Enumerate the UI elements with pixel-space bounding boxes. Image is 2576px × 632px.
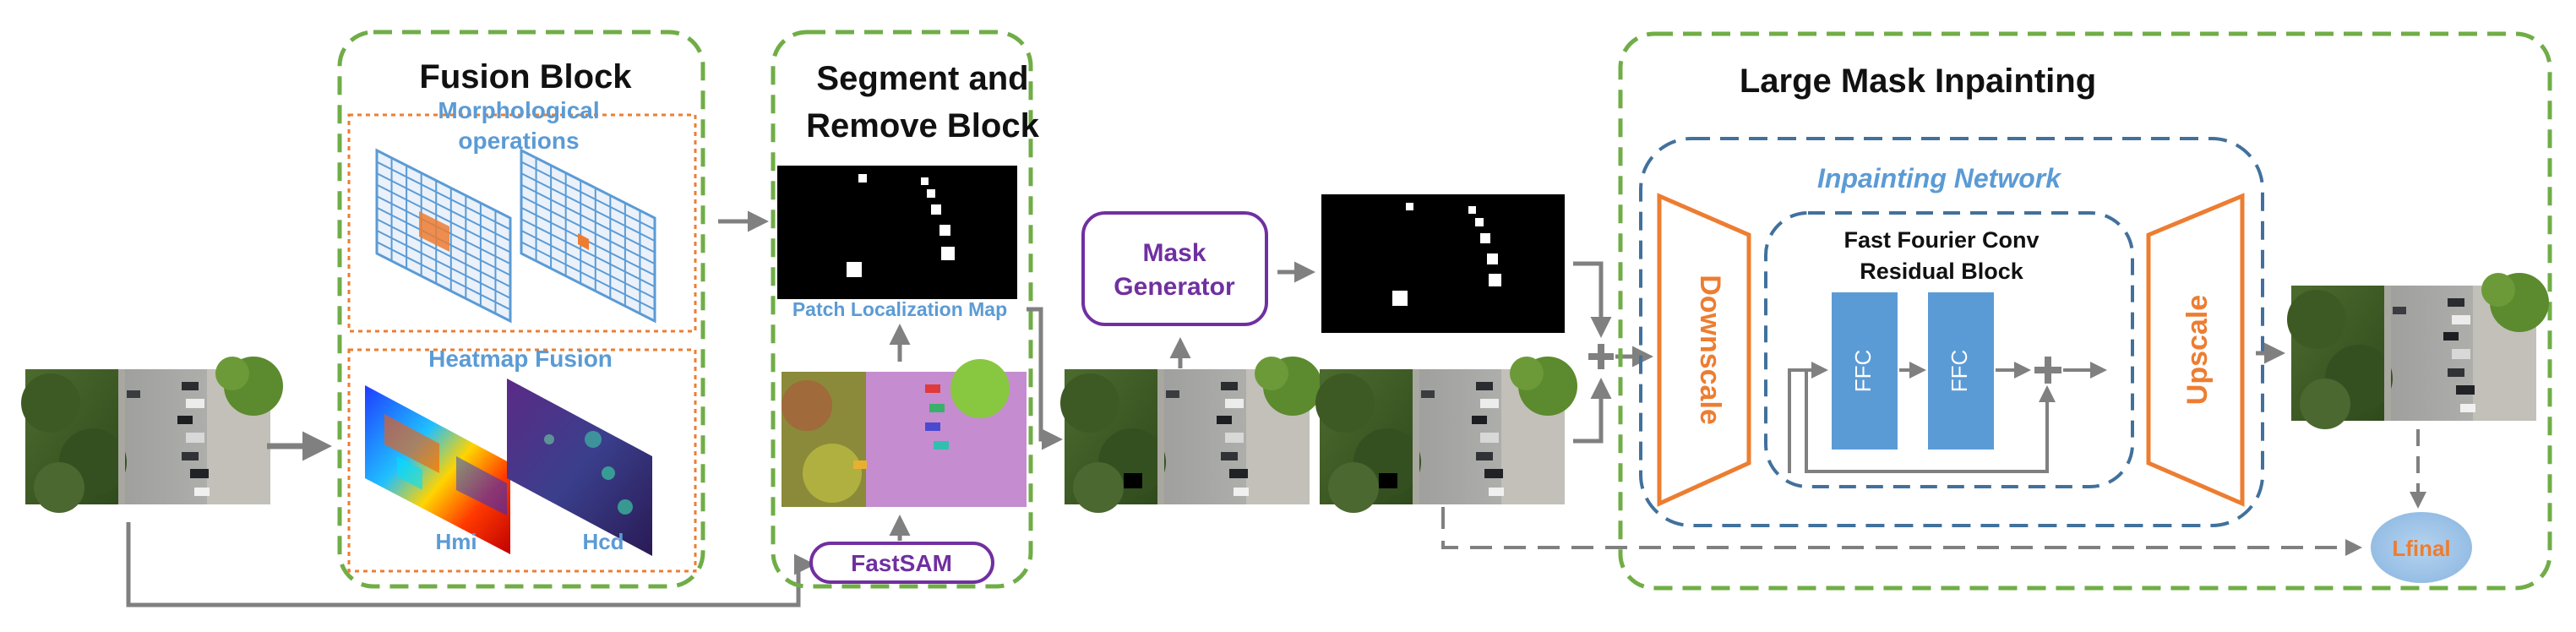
morph-grid-left [375, 148, 512, 324]
arrow-mask-to-plus [1573, 261, 1612, 338]
morphological-label-line2: operations [458, 128, 579, 154]
masked-aerial-image [1060, 357, 1322, 513]
residual-sum-icon [2034, 357, 2061, 384]
ffc-block-label-line2: Residual Block [1860, 259, 2024, 284]
ffc-layer-1-label: FFC [1850, 350, 1876, 393]
fastsam-label: FastSAM [851, 550, 952, 576]
heatmap-fusion-label: Heatmap Fusion [428, 346, 613, 372]
output-inpainted-image [2287, 273, 2549, 429]
loss-node [2371, 512, 2472, 583]
downscale-trapezoid: Downscale [1657, 193, 1751, 507]
loss-label: Lfinal [2392, 536, 2450, 561]
binary-mask-image [1321, 194, 1565, 333]
morphological-panel [347, 113, 697, 333]
ffc-layer-2 [1928, 292, 1994, 449]
ffc-block-label-line1: Fast Fourier Conv [1844, 227, 2039, 253]
arrow-image-to-loss [1441, 507, 2362, 556]
patch-map-label: Patch Localization Map [792, 298, 1007, 320]
lama-block-title: Large Mask Inpainting [1740, 63, 2096, 100]
fastsam-segmentation-image [782, 359, 1027, 507]
fusion-block-title: Fusion Block [419, 58, 632, 95]
ffc-residual-block-frame [1764, 211, 2134, 488]
inpainting-network-frame [1639, 137, 2264, 527]
concat-plus-icon [1588, 344, 1614, 369]
hcd-label: Hcd [582, 529, 624, 554]
segment-block-title-line1: Segment and [816, 60, 1028, 97]
arrow-input-to-fastsam [126, 522, 815, 607]
segment-block-frame [771, 30, 1033, 589]
fastsam-box [809, 542, 994, 584]
segment-block-title-line2: Remove Block [806, 107, 1039, 144]
downscale-label: Downscale [1694, 275, 1726, 425]
fusion-block-frame [337, 30, 705, 589]
inpainting-network-label: Inpainting Network [1817, 163, 2062, 193]
arrow-into-ffc-1 [1788, 362, 1828, 473]
arrow-map-to-masked [1027, 307, 1063, 450]
residual-skip-arrow [1805, 370, 2056, 473]
upscale-label: Upscale [2181, 295, 2214, 405]
mask-generator-label-line1: Mask [1142, 239, 1206, 267]
masked-aerial-image-2 [1315, 357, 1577, 513]
mask-generator-label-line2: Generator [1114, 273, 1235, 301]
morphological-label-line1: Morphological [438, 97, 599, 123]
ffc-layer-1 [1832, 292, 1898, 449]
hcd-heatmap [507, 379, 652, 556]
arrow-image-to-plus [1573, 378, 1612, 444]
hmi-heatmap [365, 385, 510, 554]
hmi-label: Hmi [435, 529, 477, 554]
input-aerial-image [21, 357, 283, 513]
heatmap-panel [347, 348, 697, 573]
patch-localization-map [777, 166, 1017, 299]
mask-generator-box [1081, 211, 1268, 326]
upscale-trapezoid: Upscale [2146, 193, 2245, 507]
lama-block-frame [1618, 31, 2552, 591]
morph-grid-right [520, 148, 656, 324]
ffc-layer-2-label: FFC [1947, 350, 1972, 393]
